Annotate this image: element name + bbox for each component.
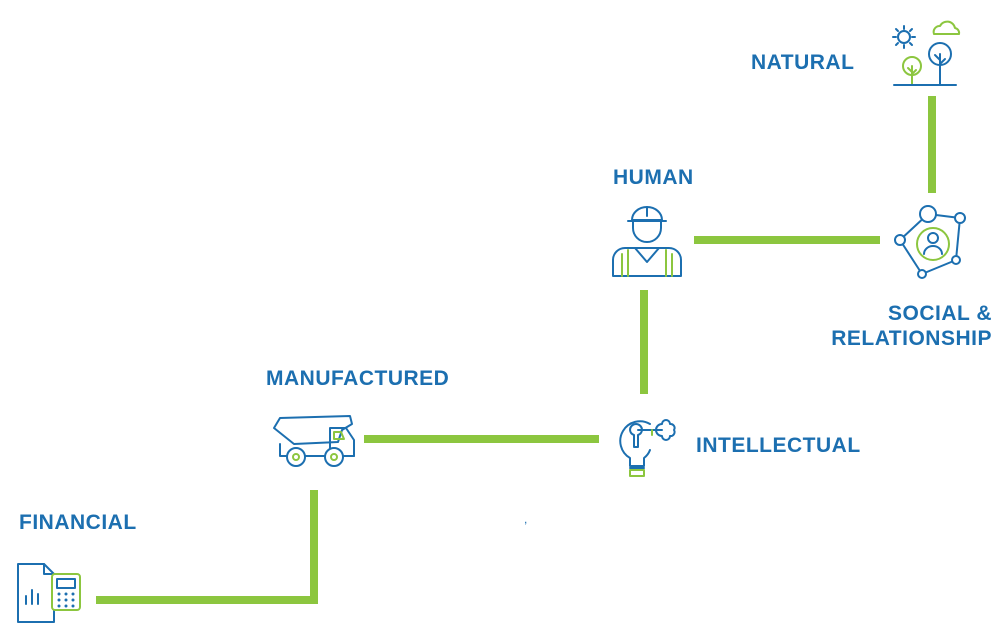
- network-people-icon: [888, 202, 970, 282]
- label-social-line1: SOCIAL &: [888, 302, 992, 325]
- label-natural: NATURAL: [751, 51, 855, 74]
- document-calculator-icon: [14, 556, 86, 628]
- connector-financial-horizontal: [96, 596, 318, 604]
- label-financial: FINANCIAL: [19, 511, 137, 534]
- dump-truck-icon: [272, 410, 362, 472]
- label-intellectual: INTELLECTUAL: [696, 434, 861, 457]
- label-human: HUMAN: [613, 166, 694, 189]
- label-social-relationship: SOCIAL & RELATIONSHIP: [820, 301, 992, 351]
- nature-trees-icon: [888, 8, 968, 88]
- connector-manufactured-vertical: [310, 490, 318, 604]
- connector-manufactured-intellectual: [364, 435, 599, 443]
- worker-hardhat-icon: [608, 202, 686, 282]
- label-social-line2: RELATIONSHIP: [831, 327, 992, 350]
- connector-natural-social: [928, 96, 936, 193]
- stray-mark: ,: [524, 512, 528, 526]
- connector-human-social: [694, 236, 880, 244]
- connector-human-intellectual: [640, 290, 648, 394]
- label-manufactured: MANUFACTURED: [266, 367, 450, 390]
- lightbulb-key-icon: [608, 402, 688, 482]
